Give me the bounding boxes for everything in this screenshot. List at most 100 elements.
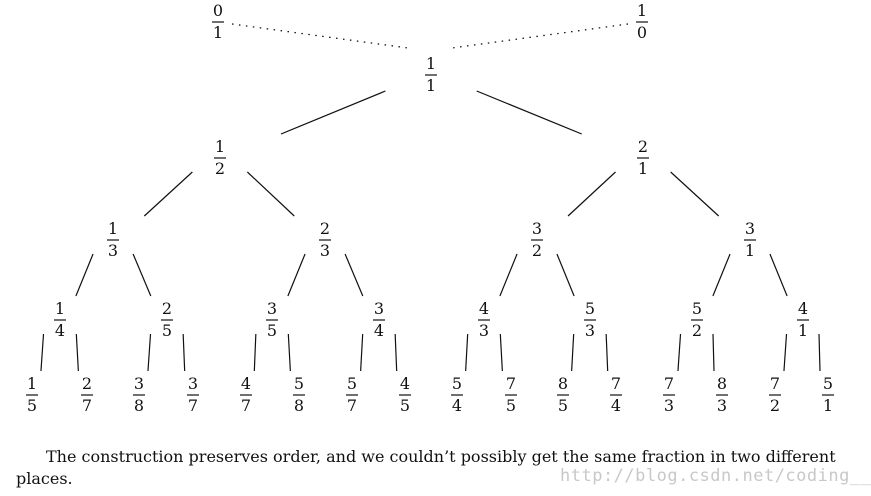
fraction-node-1-3-numerator: 1 — [108, 219, 118, 238]
fraction-node-5-7-numerator: 5 — [347, 374, 357, 393]
fraction-node-4-7: 47 — [240, 374, 252, 415]
tree-edge — [287, 253, 306, 297]
fraction-node-3-8-denominator: 8 — [134, 396, 144, 415]
tree-edge — [465, 333, 469, 372]
fraction-node-1-3: 13 — [107, 219, 119, 260]
fraction-node-2-5-denominator: 5 — [162, 321, 172, 340]
fraction-node-1-1-denominator: 1 — [426, 76, 436, 95]
fraction-node-1-1-numerator: 1 — [426, 54, 436, 73]
fraction-node-5-7-denominator: 7 — [347, 396, 357, 415]
fraction-node-7-4-numerator: 7 — [611, 374, 621, 393]
tree-edge — [182, 333, 186, 372]
caption-line-2: places. — [16, 469, 73, 488]
fraction-node-5-3-numerator: 5 — [585, 299, 595, 318]
tree-edge — [499, 333, 503, 372]
fraction-node-8-5-numerator: 8 — [558, 374, 568, 393]
fraction-node-7-5-numerator: 7 — [506, 374, 516, 393]
fraction-node-3-2: 32 — [531, 219, 543, 260]
fraction-node-5-4: 54 — [451, 374, 463, 415]
tree-edge — [783, 333, 788, 372]
tree-edge — [818, 333, 821, 372]
fraction-node-2-1-denominator: 1 — [638, 159, 648, 178]
fraction-node-8-3-numerator: 8 — [717, 374, 727, 393]
tree-nodes: 1112211323323114253534435352411527383747… — [26, 1, 834, 415]
fraction-node-3-2-numerator: 3 — [532, 219, 542, 238]
tree-edge — [567, 171, 616, 217]
tree-edge — [677, 333, 682, 372]
fraction-node-3-1-numerator: 3 — [745, 219, 755, 238]
tree-edges — [40, 90, 821, 372]
tree-edge — [499, 253, 518, 297]
fraction-node-1-4-numerator: 1 — [55, 299, 65, 318]
fraction-node-2-7-numerator: 2 — [82, 374, 92, 393]
fraction-node-1-5-denominator: 5 — [27, 396, 37, 415]
fraction-node-5-8-numerator: 5 — [294, 374, 304, 393]
tree-edge — [75, 333, 79, 372]
fraction-node-3-4: 34 — [373, 299, 385, 340]
fraction-node-4-5-denominator: 5 — [400, 396, 410, 415]
fraction-node-3-7-numerator: 3 — [188, 374, 198, 393]
tree-edge — [769, 253, 788, 297]
fraction-node-3-7: 37 — [187, 374, 199, 415]
fraction-node-1-2-denominator: 2 — [215, 159, 225, 178]
fraction-node-7-4-denominator: 4 — [611, 396, 621, 415]
fraction-node-5-7: 57 — [346, 374, 358, 415]
fraction-node-2-1-numerator: 2 — [638, 137, 648, 156]
fraction-node-3-5-numerator: 3 — [267, 299, 277, 318]
fraction-node-1-2-numerator: 1 — [215, 137, 225, 156]
fraction-node-5-1-numerator: 5 — [823, 374, 833, 393]
fraction-node-1-5: 15 — [26, 374, 38, 415]
tree-edge — [670, 171, 720, 217]
fraction-node-5-4-numerator: 5 — [452, 374, 462, 393]
fraction-node-1-4-denominator: 4 — [55, 321, 65, 340]
fraction-node-5-1-denominator: 1 — [823, 396, 833, 415]
watermark: http://blog.csdn.net/coding__girl — [560, 466, 871, 486]
caption-line-1: The construction preserves order, and we… — [46, 447, 836, 466]
fraction-node-5-3-denominator: 3 — [585, 321, 595, 340]
fraction-node-7-2-denominator: 2 — [770, 396, 780, 415]
fraction-node-5-2: 52 — [691, 299, 703, 340]
fraction-node-4-5: 45 — [399, 374, 411, 415]
fraction-node-4-7-numerator: 4 — [241, 374, 251, 393]
fraction-node-7-2-numerator: 7 — [770, 374, 780, 393]
fraction-node-2-5: 25 — [161, 299, 173, 340]
fraction-node-7-3: 73 — [663, 374, 675, 415]
fraction-node-4-1-numerator: 4 — [798, 299, 808, 318]
fraction-node-1-5-numerator: 1 — [27, 374, 37, 393]
boundary-left-fraction-denominator: 1 — [213, 23, 223, 42]
fraction-node-2-5-numerator: 2 — [162, 299, 172, 318]
fraction-node-5-2-denominator: 2 — [692, 321, 702, 340]
tree-edge — [147, 333, 152, 372]
fraction-node-3-7-denominator: 7 — [188, 396, 198, 415]
fraction-node-2-3-numerator: 2 — [320, 219, 330, 238]
tree-edge — [253, 333, 257, 372]
fraction-node-7-3-denominator: 3 — [664, 396, 674, 415]
fraction-node-1-4: 14 — [54, 299, 66, 340]
fraction-node-5-8-denominator: 8 — [294, 396, 304, 415]
fraction-node-3-4-denominator: 4 — [374, 321, 384, 340]
fraction-node-4-5-numerator: 4 — [400, 374, 410, 393]
fraction-node-5-1: 51 — [822, 374, 834, 415]
fraction-node-5-2-numerator: 5 — [692, 299, 702, 318]
tree-edge — [571, 333, 575, 372]
fraction-node-4-7-denominator: 7 — [241, 396, 251, 415]
fraction-node-1-2: 12 — [214, 137, 226, 178]
fraction-node-7-4: 74 — [610, 374, 622, 415]
fraction-node-7-5: 75 — [505, 374, 517, 415]
tree-edge — [287, 333, 291, 372]
tree-edge — [75, 253, 94, 297]
fraction-node-5-4-denominator: 4 — [452, 396, 462, 415]
tree-edge — [143, 171, 193, 217]
tree-edge — [605, 333, 609, 372]
tree-edge — [476, 90, 582, 135]
tree-edge — [712, 253, 731, 297]
boundary-right-fraction-denominator: 0 — [637, 23, 647, 42]
fraction-node-4-3: 43 — [478, 299, 490, 340]
tree-edge — [280, 90, 386, 135]
tree-edge — [360, 333, 364, 372]
fraction-node-1-1: 11 — [425, 54, 437, 95]
fraction-node-2-1: 21 — [637, 137, 649, 178]
fraction-node-3-8: 38 — [133, 374, 145, 415]
tree-edge — [132, 253, 152, 297]
